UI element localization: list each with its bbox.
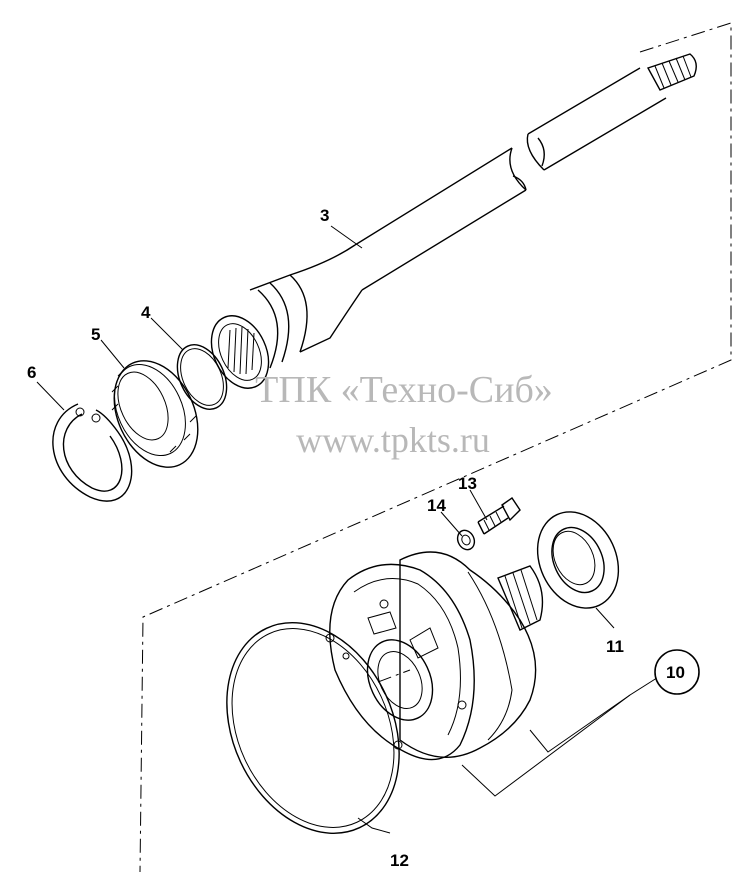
leader-lines — [36, 225, 661, 834]
seal-part-11 — [536, 511, 620, 609]
callout-4: 4 — [141, 303, 151, 322]
bolt-part-13 — [477, 497, 521, 535]
shaft-part-3 — [210, 53, 697, 389]
washer-part-14 — [456, 529, 476, 551]
watermark-url: www.tpkts.ru — [296, 420, 490, 460]
callout-12: 12 — [390, 851, 409, 870]
callout-circle-10 — [654, 649, 700, 695]
callout-10: 10 — [666, 663, 685, 682]
pump-assembly-part-10 — [325, 551, 544, 761]
callout-13: 13 — [458, 474, 477, 493]
callout-3: 3 — [320, 206, 329, 225]
callout-11: 11 — [606, 637, 624, 656]
circlip-part-6 — [52, 403, 133, 502]
assembly-guide-lines — [139, 22, 732, 873]
bearing-part-5 — [111, 360, 199, 468]
callout-5: 5 — [91, 325, 100, 344]
snap-ring-part-4 — [176, 344, 228, 410]
callout-6: 6 — [27, 363, 36, 382]
o-ring-part-12 — [226, 622, 400, 834]
callout-14: 14 — [427, 496, 446, 515]
watermark-company: ТПК «Техно-Сиб» — [255, 369, 553, 411]
